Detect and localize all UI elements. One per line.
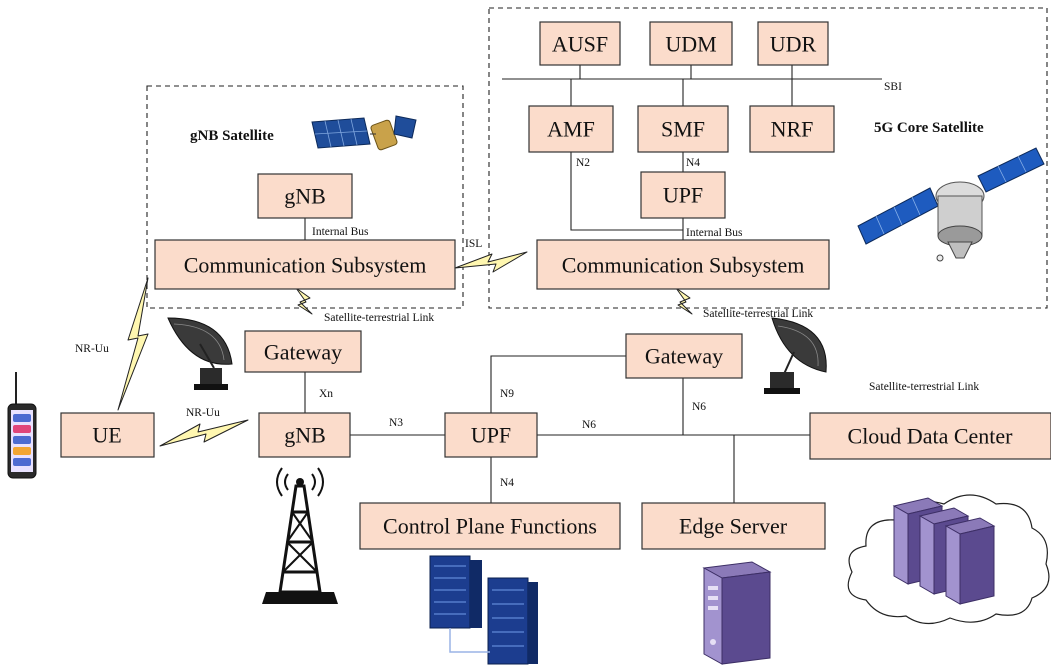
cpf-label: Control Plane Functions: [383, 514, 597, 539]
gateway-right-box: [625, 333, 743, 379]
udr-label: UDR: [770, 32, 817, 57]
ue-label: UE: [92, 423, 121, 448]
cloud-data-center-label: Cloud Data Center: [848, 424, 1014, 449]
nrf-box: [749, 105, 835, 153]
sbi-label: SBI: [884, 81, 902, 93]
cell-tower-icon: [262, 467, 338, 604]
n9-label: N9: [500, 388, 514, 400]
core-comm-box: [536, 239, 830, 290]
stl-right-bolt: [675, 287, 693, 315]
udm-box: [649, 21, 733, 66]
n2-link: [570, 152, 683, 231]
sat-gnb-box: [257, 173, 353, 219]
nr-uu-up-label: NR-Uu: [75, 343, 109, 355]
isl-bolt: [454, 251, 528, 273]
edge-server-box: [641, 502, 826, 550]
core-upf-box: [640, 171, 726, 219]
cpf-box: [359, 502, 621, 550]
stl-left-label: Satellite-terrestrial Link: [324, 312, 434, 324]
n3-label: N3: [389, 417, 403, 429]
smf-label: SMF: [661, 117, 705, 142]
core-internal-bus-label: Internal Bus: [686, 227, 743, 239]
core-comm-label: Communication Subsystem: [562, 253, 805, 278]
cloud-servers-icon: [847, 494, 1050, 625]
stl-right-label: Satellite-terrestrial Link: [703, 308, 813, 320]
phone-icon: [7, 372, 37, 479]
n6-gateway-label: N6: [692, 401, 706, 413]
udm-label: UDM: [665, 32, 716, 57]
ue-box: [60, 412, 155, 458]
server-icon: [702, 561, 772, 665]
amf-label: AMF: [547, 117, 595, 142]
stl-far-label: Satellite-terrestrial Link: [869, 381, 979, 393]
ausf-label: AUSF: [552, 32, 608, 57]
nrf-label: NRF: [771, 117, 814, 142]
sat-gnb-label: gNB: [284, 184, 326, 209]
ground-upf-label: UPF: [471, 423, 511, 448]
satellite-icon: [311, 115, 417, 151]
gnb-comm-box: [154, 239, 456, 290]
nr-uu-ue-label: NR-Uu: [186, 407, 220, 419]
gateway-right-label: Gateway: [645, 344, 723, 369]
gnb-internal-bus-label: Internal Bus: [312, 226, 369, 238]
edge-server-label: Edge Server: [679, 514, 788, 539]
gateway-left-box: [244, 330, 362, 373]
core-satellite-boundary: [488, 7, 1048, 309]
ground-gnb-label: gNB: [284, 423, 326, 448]
n4-core-label: N4: [686, 157, 700, 169]
satellite-icon: [857, 147, 1045, 262]
amf-box: [528, 105, 614, 153]
smf-box: [637, 105, 729, 153]
gateway-left-label: Gateway: [264, 340, 342, 365]
ground-gnb-box: [258, 412, 351, 458]
core-satellite-title: 5G Core Satellite: [874, 120, 984, 136]
nr-uu-up-bolt: [117, 277, 149, 411]
dish-antenna-icon: [167, 317, 233, 390]
cloud-data-center-box: [809, 412, 1051, 460]
ground-upf-box: [444, 412, 538, 458]
n2-label: N2: [576, 157, 590, 169]
stl-left-bolt: [295, 287, 313, 315]
core-upf-label: UPF: [663, 183, 703, 208]
gnb-satellite-title: gNB Satellite: [190, 128, 274, 144]
n4-ground-label: N4: [500, 477, 514, 489]
ausf-box: [539, 21, 621, 66]
server-rack-icon: [429, 555, 538, 665]
isl-label: ISL: [465, 238, 482, 250]
n9-link: [490, 355, 626, 413]
xn-label: Xn: [319, 388, 333, 400]
udr-box: [757, 21, 829, 66]
nr-uu-ue-bolt: [159, 419, 249, 447]
gnb-comm-label: Communication Subsystem: [184, 253, 427, 278]
n6-label: N6: [582, 419, 596, 431]
dish-antenna-icon: [764, 317, 827, 394]
